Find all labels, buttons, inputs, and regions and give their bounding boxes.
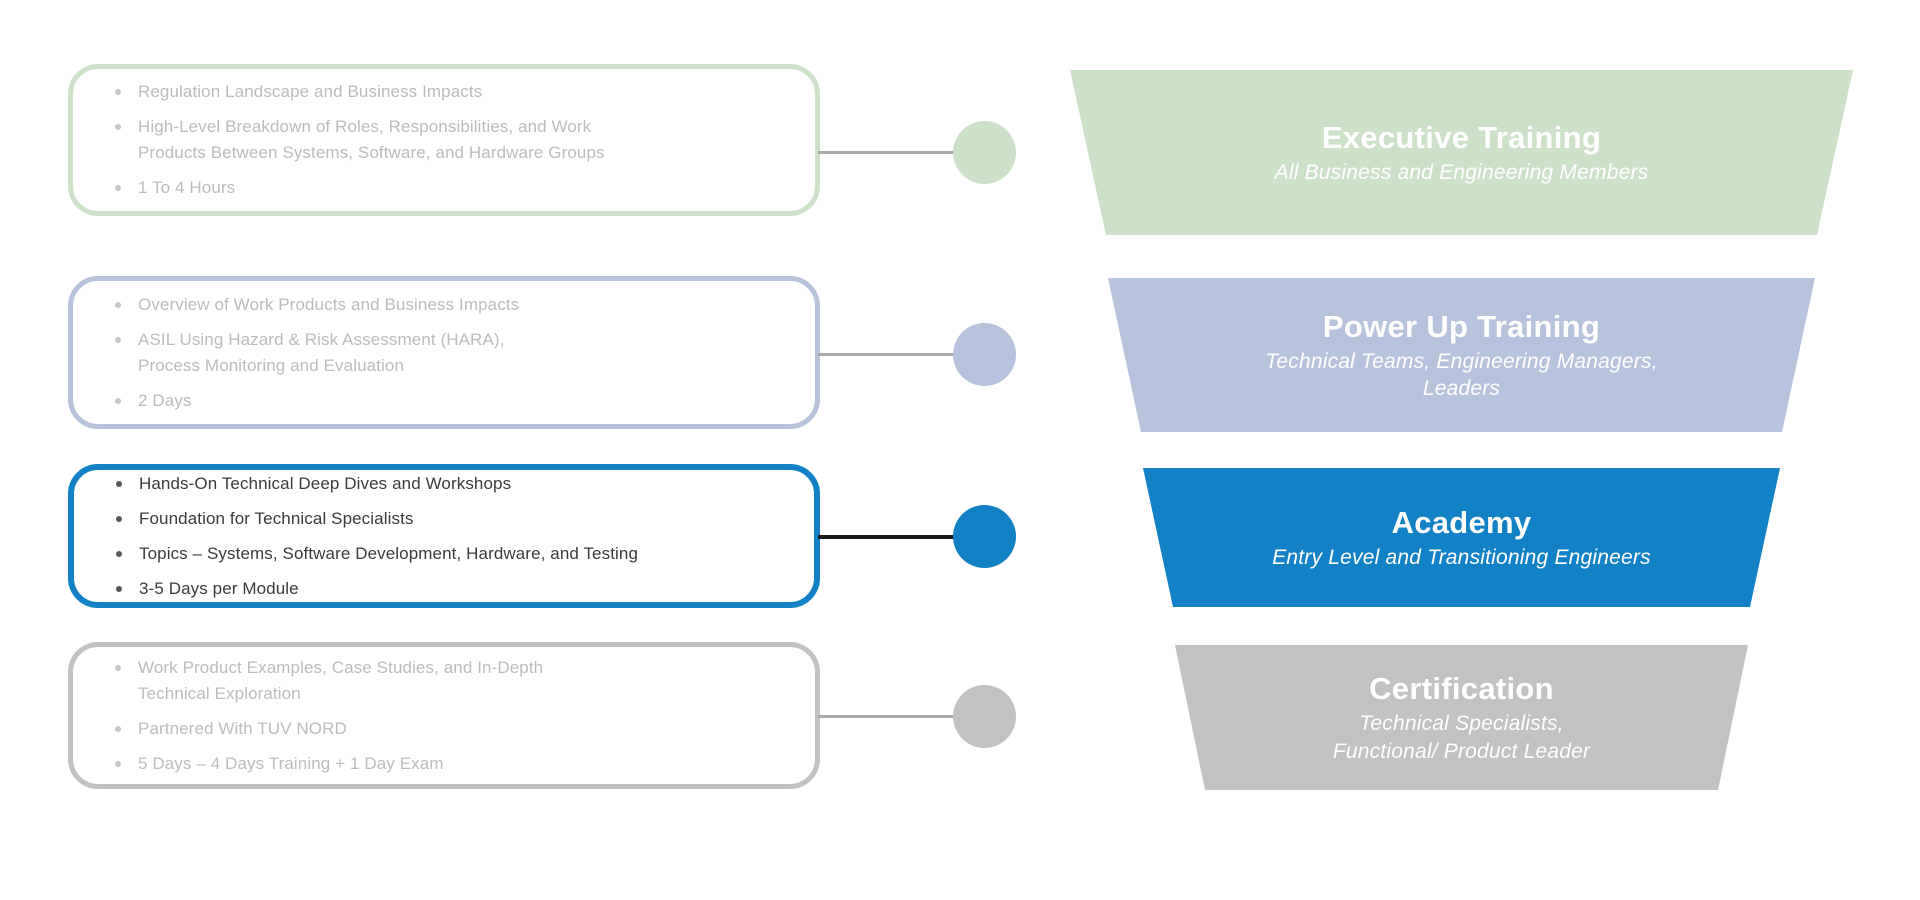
- power-up-training-funnel-segment: Power Up Training Technical Teams, Engin…: [1108, 278, 1815, 432]
- power-up-training-bullet-list: Overview of Work Products and Business I…: [115, 292, 787, 414]
- bullet-item: 3-5 Days per Module: [116, 576, 786, 602]
- bullet-text: 2 Days: [138, 390, 192, 410]
- connector-node: [953, 685, 1016, 748]
- bullet-item: Topics – Systems, Software Development, …: [116, 541, 786, 567]
- bullet-item: Hands-On Technical Deep Dives and Worksh…: [116, 471, 786, 497]
- connector-line: [818, 535, 958, 539]
- academy-card: Hands-On Technical Deep Dives and Worksh…: [68, 464, 820, 608]
- executive-training-card: Regulation Landscape and Business Impact…: [68, 64, 820, 216]
- bullet-text: ASIL Using Hazard & Risk Assessment (HAR…: [138, 329, 505, 375]
- academy-bullet-list: Hands-On Technical Deep Dives and Worksh…: [116, 471, 786, 602]
- certification-funnel-segment: Certification Technical Specialists, Fun…: [1175, 645, 1748, 790]
- bullet-dot-icon: [115, 397, 121, 404]
- bullet-text: 1 To 4 Hours: [138, 178, 236, 197]
- bullet-dot-icon: [115, 336, 121, 343]
- bullet-item: Overview of Work Products and Business I…: [115, 292, 787, 318]
- executive-training-bullet-list: Regulation Landscape and Business Impact…: [115, 79, 787, 201]
- bullet-text: Foundation for Technical Specialists: [139, 508, 414, 528]
- funnel-subtitle: Technical Specialists, Functional/ Produ…: [1332, 712, 1591, 763]
- certification-bullet-list: Work Product Examples, Case Studies, and…: [115, 655, 787, 777]
- academy-funnel-segment: Academy Entry Level and Transitioning En…: [1143, 468, 1780, 607]
- bullet-dot-icon: [115, 664, 121, 671]
- funnel-subtitle: Technical Teams, Engineering Managers, L…: [1265, 349, 1658, 401]
- bullet-dot-icon: [116, 515, 122, 522]
- bullet-text: 3-5 Days per Module: [139, 578, 299, 598]
- bullet-text: Overview of Work Products and Business I…: [138, 294, 520, 314]
- bullet-dot-icon: [115, 185, 121, 191]
- connector-line: [818, 353, 958, 356]
- certification-card: Work Product Examples, Case Studies, and…: [68, 642, 820, 789]
- funnel-subtitle: All Business and Engineering Members: [1274, 160, 1649, 184]
- bullet-text: Regulation Landscape and Business Impact…: [138, 82, 483, 101]
- bullet-item: 5 Days – 4 Days Training + 1 Day Exam: [115, 751, 787, 777]
- funnel-title: Certification: [1369, 671, 1554, 707]
- bullet-item: Foundation for Technical Specialists: [116, 506, 786, 532]
- bullet-text: 5 Days – 4 Days Training + 1 Day Exam: [138, 753, 444, 773]
- bullet-text: High-Level Breakdown of Roles, Responsib…: [138, 117, 605, 162]
- bullet-dot-icon: [116, 585, 122, 592]
- connector-node: [953, 121, 1016, 184]
- bullet-text: Work Product Examples, Case Studies, and…: [138, 657, 544, 703]
- power-up-training-card: Overview of Work Products and Business I…: [68, 276, 820, 429]
- connector-line: [818, 151, 958, 154]
- executive-training-funnel-segment: Executive Training All Business and Engi…: [1070, 70, 1853, 235]
- funnel-subtitle: Entry Level and Transitioning Engineers: [1272, 545, 1651, 569]
- bullet-item: Regulation Landscape and Business Impact…: [115, 79, 787, 105]
- funnel-title: Academy: [1391, 504, 1532, 540]
- bullet-item: 2 Days: [115, 388, 787, 414]
- bullet-item: Work Product Examples, Case Studies, and…: [115, 655, 787, 707]
- bullet-text: Hands-On Technical Deep Dives and Worksh…: [139, 473, 512, 493]
- bullet-item: High-Level Breakdown of Roles, Responsib…: [115, 114, 787, 166]
- bullet-dot-icon: [115, 89, 121, 95]
- connector-line: [818, 715, 958, 718]
- bullet-item: ASIL Using Hazard & Risk Assessment (HAR…: [115, 327, 787, 379]
- bullet-dot-icon: [115, 760, 121, 767]
- bullet-text: Partnered With TUV NORD: [138, 718, 347, 738]
- connector-node: [953, 323, 1016, 386]
- bullet-dot-icon: [116, 480, 122, 487]
- bullet-dot-icon: [115, 301, 121, 308]
- bullet-item: Partnered With TUV NORD: [115, 716, 787, 742]
- bullet-dot-icon: [115, 725, 121, 732]
- funnel-title: Power Up Training: [1322, 308, 1601, 344]
- funnel-title: Executive Training: [1321, 119, 1602, 155]
- bullet-text: Topics – Systems, Software Development, …: [139, 543, 639, 563]
- bullet-dot-icon: [115, 124, 121, 130]
- connector-node: [953, 505, 1016, 568]
- bullet-item: 1 To 4 Hours: [115, 175, 787, 201]
- bullet-dot-icon: [116, 550, 122, 557]
